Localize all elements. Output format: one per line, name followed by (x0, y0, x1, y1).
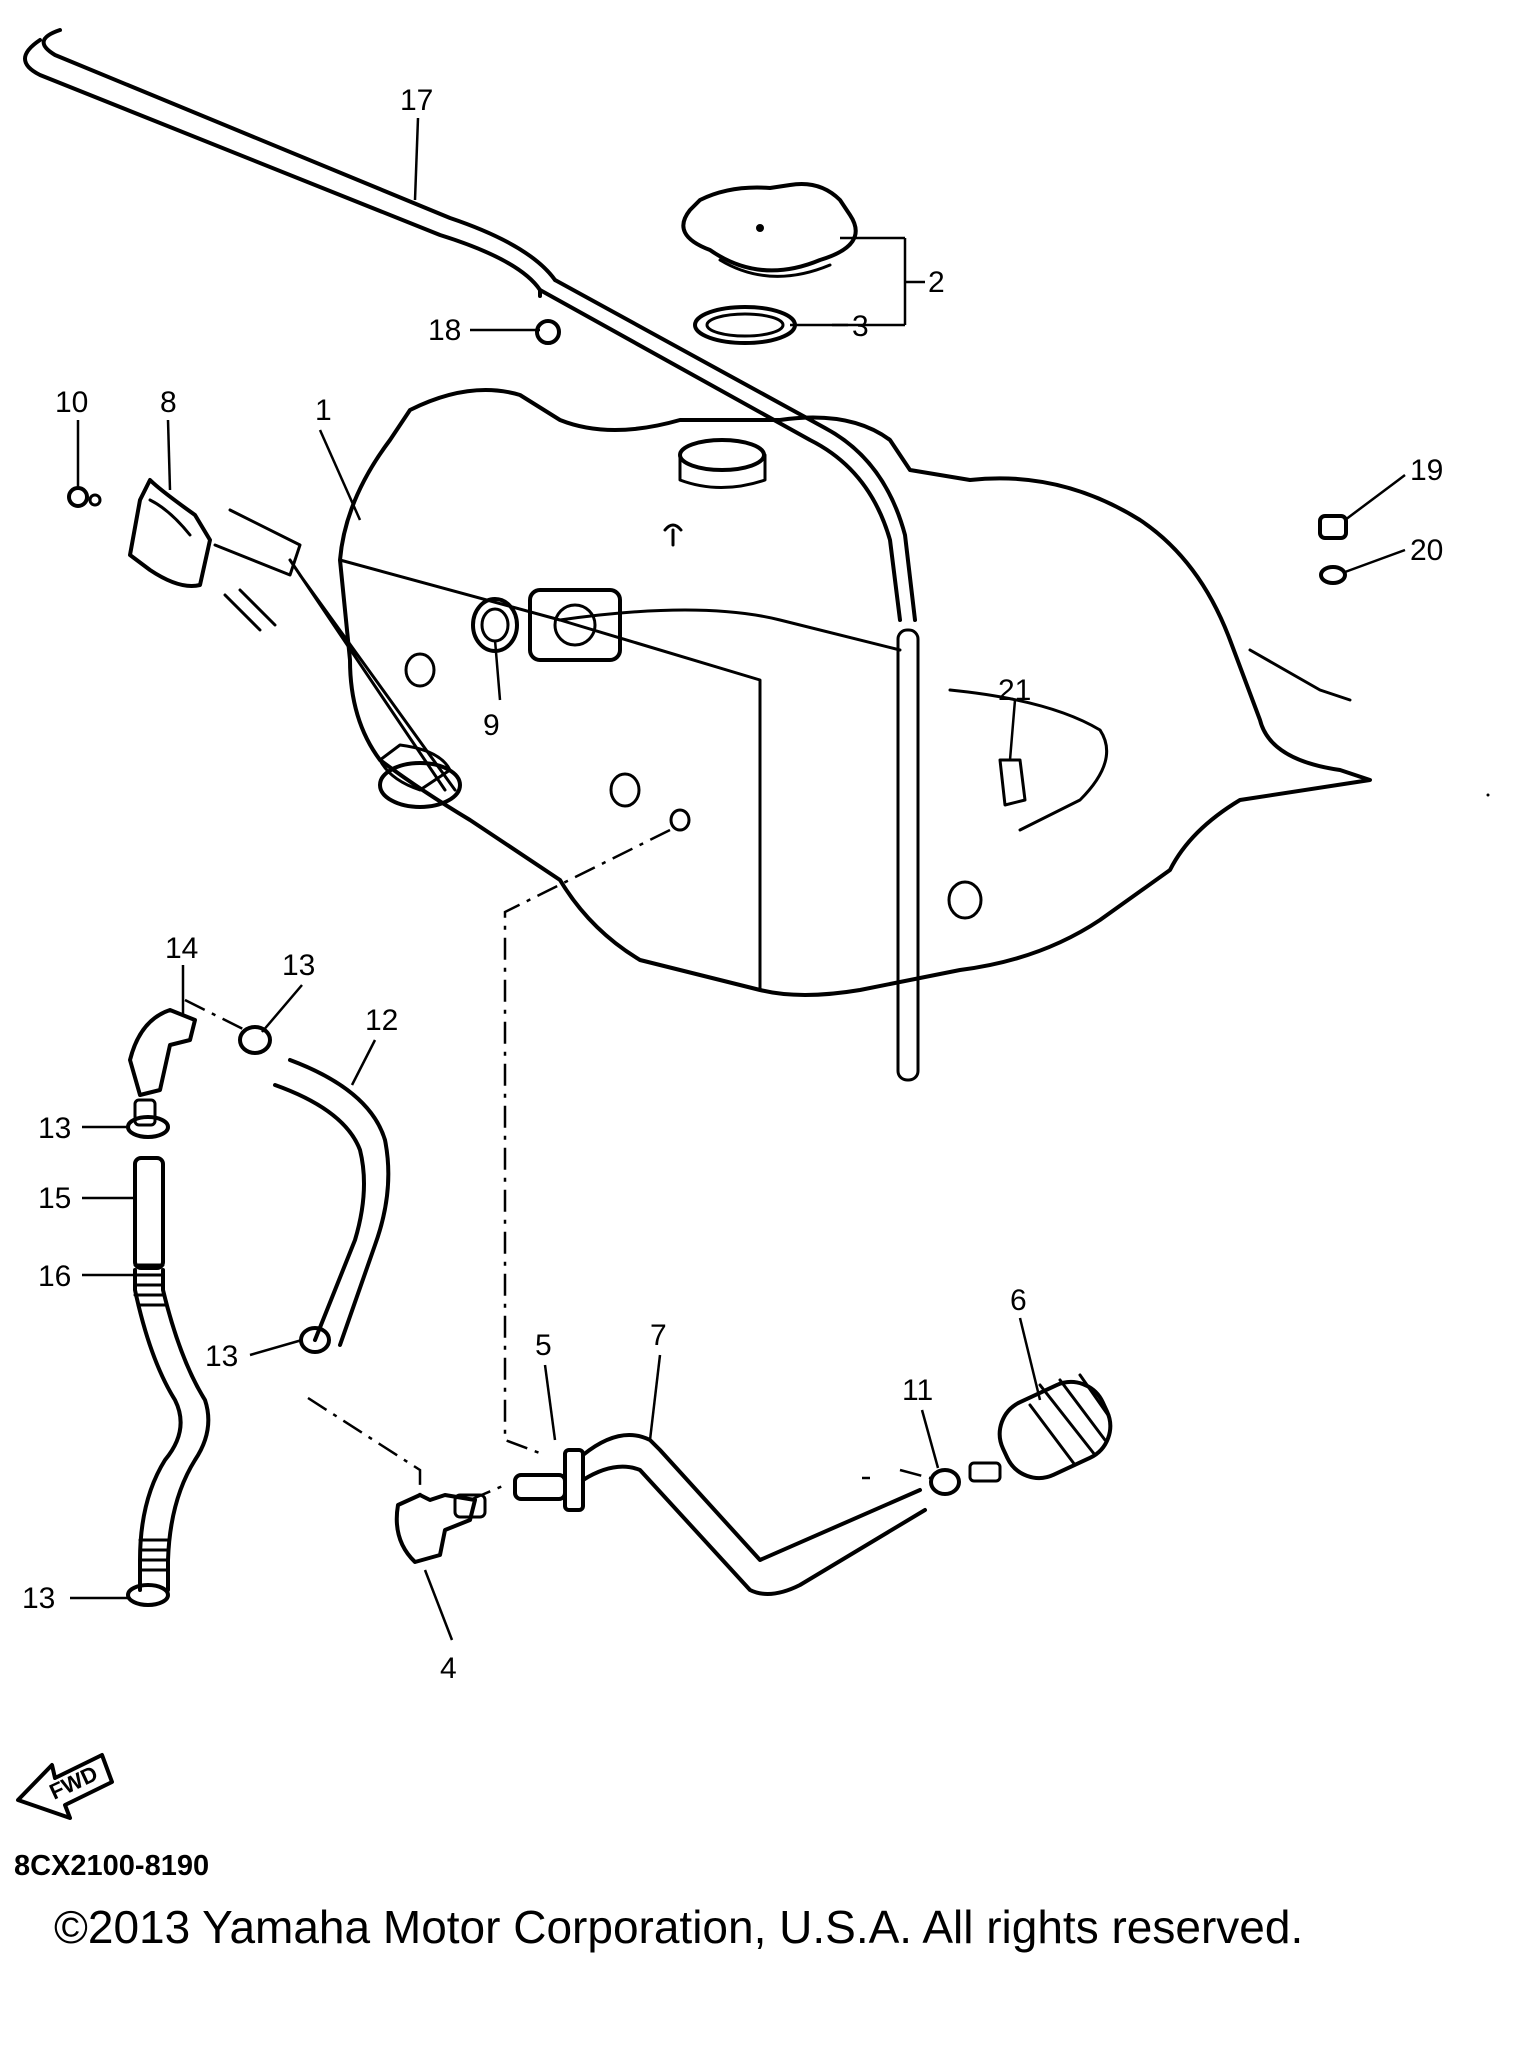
callout-11: 11 (902, 1374, 933, 1407)
hose-12 (273, 1058, 391, 1347)
diagram-code: 8CX2100-8190 (14, 1850, 210, 1882)
callout-1: 1 (315, 394, 332, 427)
clip-18 (535, 319, 561, 345)
callout-13c: 13 (205, 1340, 238, 1373)
elbow-4 (394, 1493, 487, 1564)
fwd-arrow-icon: FWD (16, 1753, 114, 1820)
fuel-cap-2 (681, 182, 858, 278)
callout-8: 8 (160, 386, 177, 419)
callout-7: 7 (650, 1319, 667, 1352)
callout-13a: 13 (282, 949, 315, 982)
callout-18: 18 (428, 314, 461, 347)
callout-13d: 13 (22, 1582, 55, 1615)
callout-12: 12 (365, 1004, 398, 1037)
callout-10: 10 (55, 386, 88, 419)
hose-15 (133, 1156, 165, 1270)
callout-5: 5 (535, 1329, 552, 1362)
gasket-3 (693, 305, 797, 345)
callout-16: 16 (38, 1260, 71, 1293)
callout-19: 19 (1410, 454, 1443, 487)
nut-19 (1318, 514, 1348, 540)
callout-3: 3 (852, 310, 869, 343)
callout-21: 21 (998, 674, 1031, 707)
callout-14: 14 (165, 932, 198, 965)
callout-9: 9 (483, 709, 500, 742)
callout-6: 6 (1010, 1284, 1027, 1317)
clamp-11 (929, 1468, 961, 1496)
fuel-sender-8 (128, 478, 462, 809)
callout-13b: 13 (38, 1112, 71, 1145)
fuel-tank-1 (338, 388, 1372, 997)
leader-lines (70, 117, 1406, 1641)
fuel-filter-6 (968, 1373, 1113, 1483)
callout-4: 4 (440, 1652, 457, 1685)
breather-hose-17 (23, 28, 920, 1082)
hose-16 (133, 1263, 211, 1592)
washer-20 (1319, 565, 1347, 585)
callout-2: 2 (928, 266, 945, 299)
clamp-13 (126, 1025, 331, 1607)
screw-10 (67, 486, 102, 508)
elbow-14 (128, 1008, 197, 1127)
copyright-text: ©2013 Yamaha Motor Corporation, U.S.A. A… (54, 1901, 1304, 1953)
fuel-hose-7 (581, 1433, 927, 1596)
callout-15: 15 (38, 1182, 71, 1215)
fuel-cock-5 (513, 1448, 585, 1512)
grommet-9 (480, 607, 510, 643)
callout-17: 17 (400, 84, 433, 117)
callout-labels: 17 2 3 18 10 8 1 19 20 21 9 14 13 12 13 … (22, 84, 1443, 1685)
callout-20: 20 (1410, 534, 1443, 567)
